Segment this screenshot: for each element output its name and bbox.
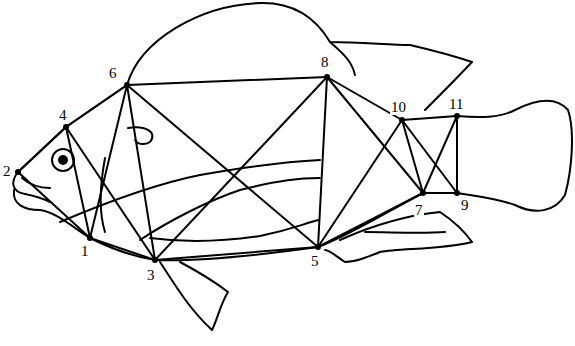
callout-number: 8 (320, 55, 330, 70)
dorsal-fin (127, 3, 472, 110)
callout-number: 9 (460, 198, 470, 213)
callout-number: 6 (108, 66, 118, 81)
callout-number: 4 (58, 108, 68, 123)
truss-lines (18, 77, 457, 260)
anal-fin (325, 212, 472, 262)
anal-fin-line (365, 231, 445, 234)
caudal-fin (457, 101, 572, 211)
callout-number: 1 (80, 244, 90, 259)
landmark-points (15, 74, 460, 263)
lateral-line (60, 160, 320, 222)
dorsal-fin-line (330, 42, 355, 75)
pelvic-fin (160, 262, 228, 330)
pupil (59, 156, 67, 164)
callout-number: 11 (448, 97, 464, 112)
callout-number: 10 (390, 100, 407, 115)
pectoral-fin (128, 127, 152, 144)
callout-number: 5 (310, 254, 320, 269)
callout-number: 7 (414, 203, 424, 218)
callout-number: 3 (146, 268, 156, 283)
callout-number: 2 (2, 164, 12, 179)
lateral-line-lower (140, 178, 320, 240)
